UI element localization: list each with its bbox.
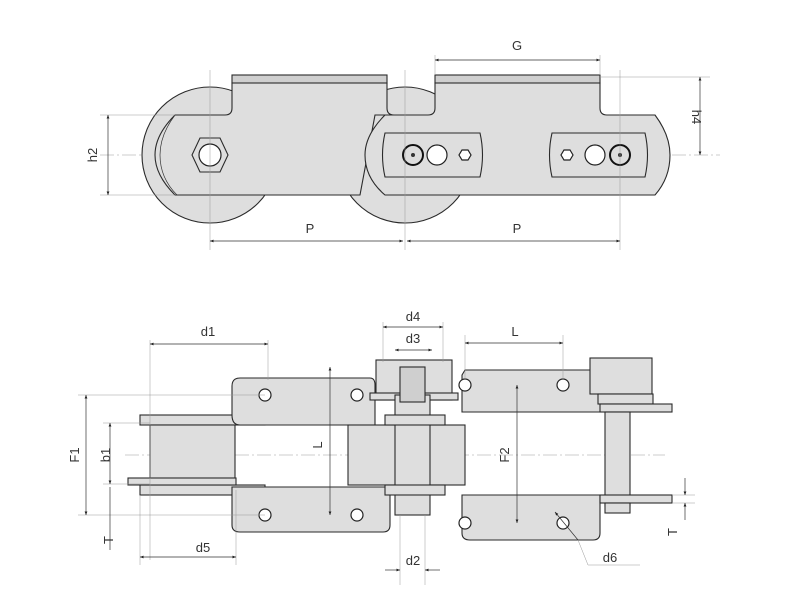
dimension-label-d2: d2 [406,553,420,568]
dimension-label-G: G [512,38,522,53]
top-view: G h4 h2 P P [85,38,720,250]
link-plate-left-lower [231,486,391,533]
hex-bolt-icon [458,149,472,161]
dimension-label-h4: h4 [689,110,704,124]
link-plate-right-lower [461,494,601,541]
dimension-label-T-left: T [101,536,116,544]
dimension-label-P-left: P [306,221,315,236]
dimension-label-P-right: P [513,221,522,236]
flange-right [434,74,601,84]
dimension-label-L-top: L [511,324,518,339]
dimension-label-d5: d5 [196,540,210,555]
hex-bolt-icon [560,149,574,161]
dimension-label-d1: d1 [201,324,215,339]
bottom-view: d1 d4 d3 L L F1 b1 T F2 [67,309,695,585]
roller-left-side [149,424,236,484]
pin-right [604,411,631,507]
link-plate-left-upper [231,377,376,426]
dimension-label-F2: F2 [497,447,512,462]
dimension-label-d3: d3 [406,331,420,346]
dimension-label-T-right: T [665,528,680,536]
link-plate-right-upper [461,369,603,413]
dimension-label-d4: d4 [406,309,420,324]
dimension-label-L-vertical: L [310,441,325,448]
dimension-label-h2: h2 [85,148,100,162]
flange-left [231,74,388,84]
dimension-label-F1: F1 [67,447,82,462]
roller-right-side [589,357,653,395]
shaft [394,394,431,516]
dimension-label-d6: d6 [603,550,617,565]
dimension-label-b1: b1 [98,448,113,462]
